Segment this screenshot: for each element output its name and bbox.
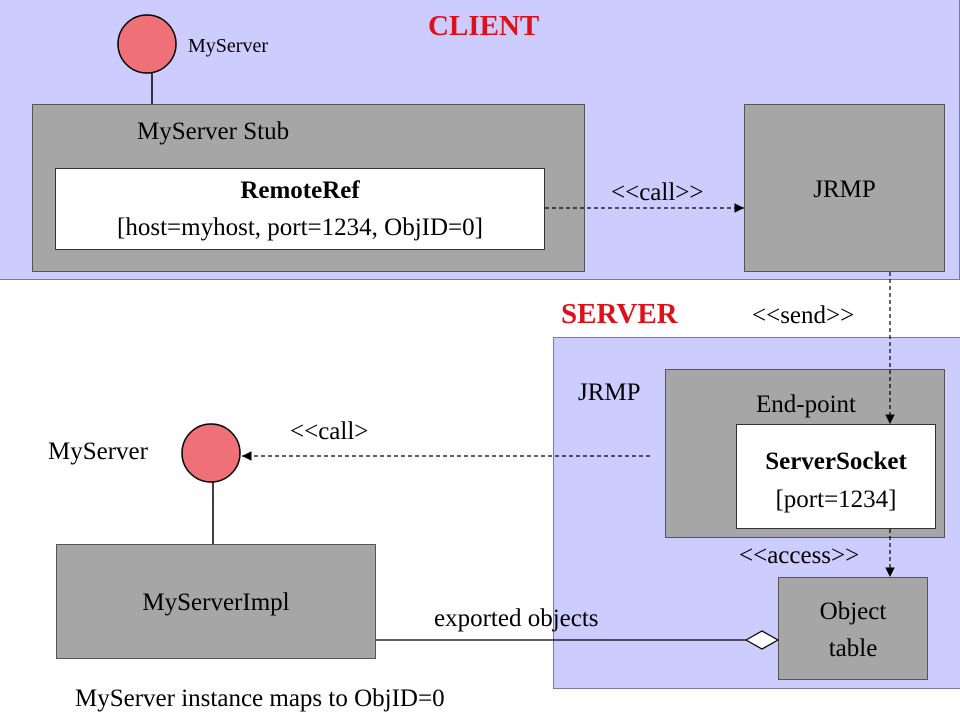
client-title: CLIENT (428, 10, 540, 42)
server-socket-box (736, 424, 936, 529)
local-interface-label: MyServer (48, 438, 148, 465)
client-jrmp-label: JRMP (813, 176, 876, 203)
client-jrmp-box (744, 104, 945, 272)
server-jrmp-label: JRMP (578, 379, 641, 406)
remote-ref-title: RemoteRef (240, 177, 360, 204)
object-table-box (778, 577, 928, 680)
remote-ref-box (55, 168, 545, 250)
send-stereotype: <<send>> (752, 302, 855, 329)
server-socket-details: [port=1234] (775, 486, 897, 513)
footnote: MyServer instance maps to ObjID=0 (75, 685, 445, 712)
remote-ref-details: [host=myhost, port=1234, ObjID=0] (117, 214, 483, 241)
server-socket-title: ServerSocket (765, 448, 907, 475)
client-interface-label: MyServer (188, 35, 268, 57)
local-interface-circle (181, 423, 241, 483)
server-title: SERVER (561, 298, 678, 330)
myserver-impl-box (56, 544, 376, 659)
local-call-stereotype: <<call> (290, 418, 369, 445)
exported-objects-label: exported objects (434, 605, 599, 632)
myserver-stub-label: MyServer Stub (137, 118, 290, 145)
object-table-line1: Object (819, 598, 887, 625)
object-table-line2: table (828, 635, 878, 662)
endpoint-label: End-point (756, 391, 856, 418)
myserver-impl-label: MyServerImpl (142, 589, 290, 616)
access-stereotype: <<access>> (739, 542, 860, 569)
client-call-stereotype: <<call>> (611, 179, 704, 206)
